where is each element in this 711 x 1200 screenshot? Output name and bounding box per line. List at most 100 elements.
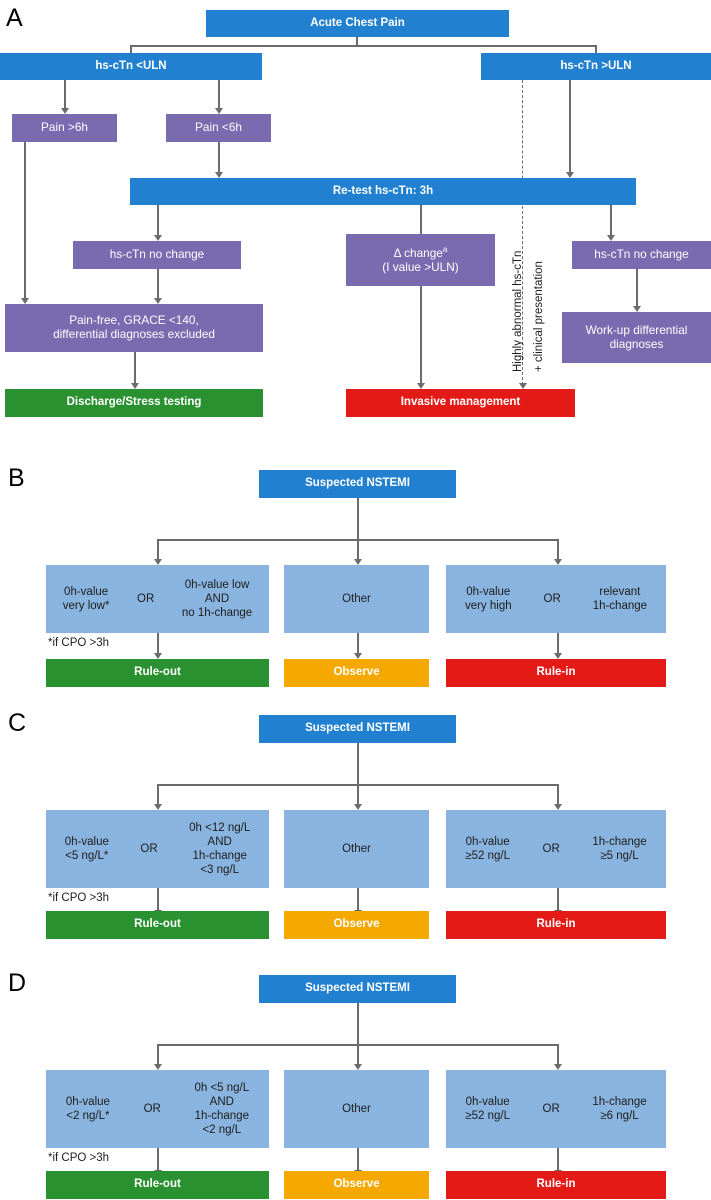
connector-d-right-down — [557, 1044, 559, 1066]
condition-or-rulein-c: OR — [542, 842, 560, 855]
arrowhead-c-left — [154, 804, 162, 810]
connector-b-right-down — [557, 539, 559, 561]
box-hsctn-above-uln[interactable]: hs-cTn >ULN — [481, 53, 711, 80]
delta-change-line1: Δ changea — [393, 245, 448, 261]
box-condition-observe-b[interactable]: Other — [284, 565, 429, 633]
box-condition-observe-c[interactable]: Other — [284, 810, 429, 888]
box-outcome-ruleout-c[interactable]: Rule-out — [46, 911, 269, 939]
connector-pain-lt6h-to-retest — [218, 142, 220, 174]
condition-left-rulein-b: 0h-value very high — [464, 585, 512, 612]
condition-left-rulein-c: 0h-value ≥52 ng/L — [465, 835, 510, 862]
condition-left-b: 0h-value very low* — [62, 585, 110, 612]
connector-retest-to-nochange-left — [157, 205, 159, 237]
box-hsctn-no-change-left[interactable]: hs-cTn no change — [73, 241, 241, 269]
connector-b-to-ruleout — [157, 633, 159, 655]
arrowhead-b-left — [154, 559, 162, 565]
arrowhead-nochange-left — [154, 235, 162, 241]
box-condition-rulein-c[interactable]: 0h-value ≥52 ng/L OR 1h-change ≥5 ng/L — [446, 810, 666, 888]
connector-c-to-rulein — [557, 888, 559, 912]
connector-d-to-ruleout — [157, 1148, 159, 1172]
connector-b-left-down — [157, 539, 159, 561]
arrowhead-b-ruleout — [154, 653, 162, 659]
box-condition-rulein-b[interactable]: 0h-value very high OR relevant 1h-change — [446, 565, 666, 633]
box-condition-ruleout-c[interactable]: 0h-value <5 ng/L* OR 0h <12 ng/L AND 1h-… — [46, 810, 269, 888]
box-outcome-ruleout-d[interactable]: Rule-out — [46, 1171, 269, 1199]
delta-change-line2: (I value >ULN) — [382, 259, 459, 274]
box-workup-differential[interactable]: Work-up differential diagnoses — [562, 312, 711, 363]
condition-left-c: 0h-value <5 ng/L* — [64, 835, 109, 862]
connector-b-to-rulein — [557, 633, 559, 655]
connector-d-to-observe — [357, 1148, 359, 1172]
condition-right-rulein-d: 1h-change ≥6 ng/L — [592, 1095, 647, 1122]
label-highly-abnormal-hsctn: Highly abnormal hs-cTn — [512, 250, 524, 372]
panel-b: B Suspected NSTEMI 0h-value very low* OR… — [0, 455, 711, 700]
condition-or-rulein-b: OR — [543, 592, 561, 605]
connector-b-center-down — [357, 539, 359, 561]
box-outcome-observe-d[interactable]: Observe — [284, 1171, 429, 1199]
box-outcome-observe-b[interactable]: Observe — [284, 659, 429, 687]
box-hsctn-below-uln[interactable]: hs-cTn <ULN — [0, 53, 262, 80]
arrowhead-d-left — [154, 1064, 162, 1070]
connector-split-horizontal — [130, 45, 596, 47]
box-pain-free-grace[interactable]: Pain-free, GRACE <140, differential diag… — [5, 304, 263, 352]
panel-a: A Acute Chest Pain hs-cTn <ULN hs-cTn >U… — [0, 0, 711, 450]
box-delta-change[interactable]: Δ changea (I value >ULN) — [346, 234, 495, 286]
pain-free-line1: Pain-free, GRACE <140, — [69, 313, 199, 328]
arrowhead-b-rulein — [554, 653, 562, 659]
box-suspected-nstemi-d[interactable]: Suspected NSTEMI — [259, 975, 456, 1003]
condition-right-b: 0h-value low AND no 1h-change — [181, 578, 253, 619]
connector-retest-to-nochange-right — [610, 205, 612, 237]
box-outcome-rulein-b[interactable]: Rule-in — [446, 659, 666, 687]
box-condition-ruleout-d[interactable]: 0h-value <2 ng/L* OR 0h <5 ng/L AND 1h-c… — [46, 1070, 269, 1148]
connector-d-stem — [357, 1003, 359, 1045]
arrowhead-retest-left — [215, 172, 223, 178]
connector-c-to-observe — [357, 888, 359, 912]
connector-dashed-bypass — [522, 80, 523, 385]
connector-c-to-ruleout — [157, 888, 159, 912]
connector-c-right-down — [557, 784, 559, 806]
box-outcome-ruleout-b[interactable]: Rule-out — [46, 659, 269, 687]
connector-ulnhigh-to-retest — [569, 80, 571, 174]
condition-right-rulein-b: relevant 1h-change — [592, 585, 648, 612]
arrowhead-invasive — [417, 383, 425, 389]
connector-retest-to-delta — [420, 205, 422, 237]
box-condition-ruleout-b[interactable]: 0h-value very low* OR 0h-value low AND n… — [46, 565, 269, 633]
connector-pain-gt6h-to-painfree — [24, 142, 26, 300]
box-condition-observe-d[interactable]: Other — [284, 1070, 429, 1148]
panel-d: D Suspected NSTEMI 0h-value <2 ng/L* OR … — [0, 960, 711, 1200]
box-outcome-rulein-c[interactable]: Rule-in — [446, 911, 666, 939]
connector-d-to-rulein — [557, 1148, 559, 1172]
connector-b-stem — [357, 498, 359, 540]
condition-or-c: OR — [140, 842, 158, 855]
arrowhead-b-observe — [354, 653, 362, 659]
box-retest-hsctn-3h[interactable]: Re-test hs-cTn: 3h — [130, 178, 636, 205]
box-invasive-management[interactable]: Invasive management — [346, 389, 575, 417]
workup-line2: diagnoses — [609, 336, 664, 351]
box-pain-greater-6h[interactable]: Pain >6h — [12, 114, 117, 142]
box-suspected-nstemi-b[interactable]: Suspected NSTEMI — [259, 470, 456, 498]
box-discharge-stress-testing[interactable]: Discharge/Stress testing — [5, 389, 263, 417]
arrowhead-d-right — [554, 1064, 562, 1070]
arrowhead-c-right — [554, 804, 562, 810]
box-condition-rulein-d[interactable]: 0h-value ≥52 ng/L OR 1h-change ≥6 ng/L — [446, 1070, 666, 1148]
connector-uln-to-pain-lt6h — [218, 80, 220, 110]
box-hsctn-no-change-right[interactable]: hs-cTn no change — [572, 241, 711, 269]
panel-a-letter: A — [6, 4, 23, 32]
box-outcome-rulein-d[interactable]: Rule-in — [446, 1171, 666, 1199]
connector-c-left-down — [157, 784, 159, 806]
arrowhead-b-right — [554, 559, 562, 565]
arrowhead-nochange-right — [607, 235, 615, 241]
connector-nochange-to-workup — [636, 269, 638, 308]
box-suspected-nstemi-c[interactable]: Suspected NSTEMI — [259, 715, 456, 743]
arrowhead-c-center — [354, 804, 362, 810]
arrowhead-b-center — [354, 559, 362, 565]
footnote-cpo-d: *if CPO >3h — [48, 1152, 110, 1164]
box-outcome-observe-c[interactable]: Observe — [284, 911, 429, 939]
box-acute-chest-pain[interactable]: Acute Chest Pain — [206, 10, 509, 37]
condition-right-c: 0h <12 ng/L AND 1h-change <3 ng/L — [189, 821, 251, 877]
delta-change-superscript: a — [442, 245, 448, 255]
arrowhead-d-center — [354, 1064, 362, 1070]
footnote-cpo-c: *if CPO >3h — [48, 892, 110, 904]
label-clinical-presentation: + clinical presentation — [533, 261, 545, 372]
box-pain-less-6h[interactable]: Pain <6h — [166, 114, 271, 142]
